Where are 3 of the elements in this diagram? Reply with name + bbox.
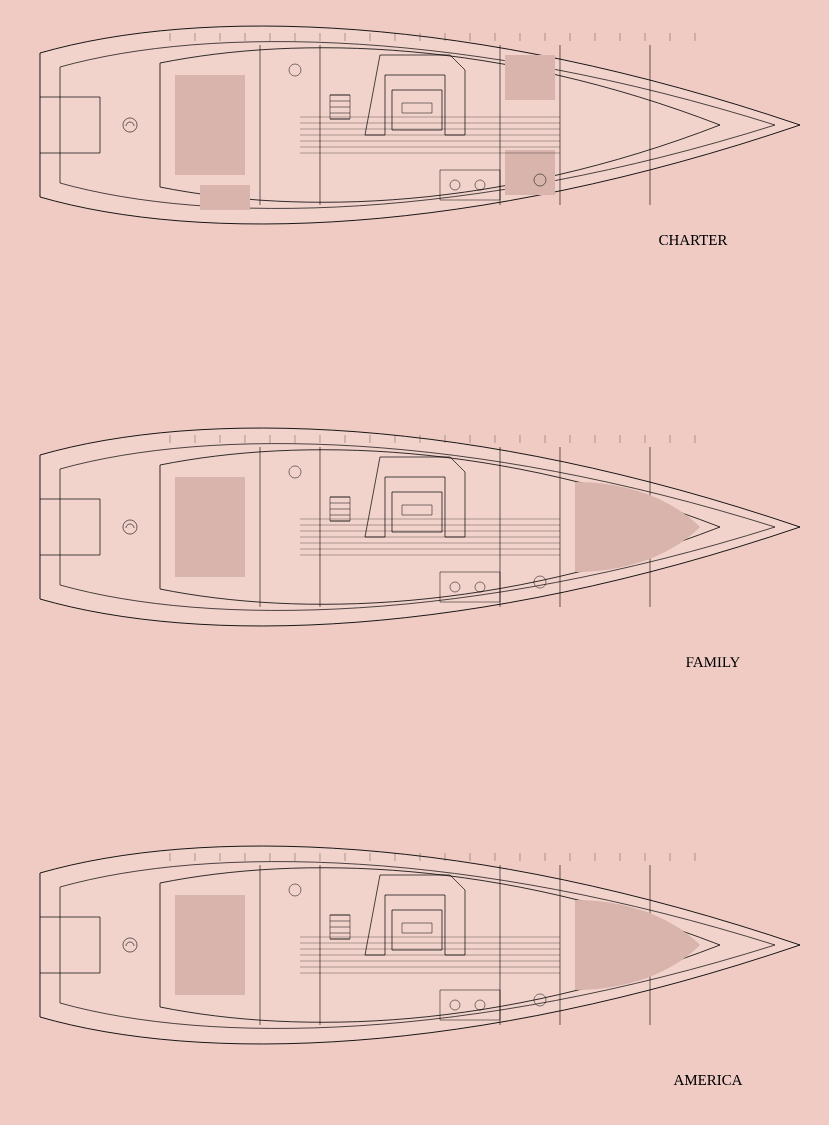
plan-label: FAMILY (686, 657, 740, 667)
plan-label: AMERICA (673, 1075, 743, 1085)
plan-label: CHARTER (659, 235, 728, 246)
